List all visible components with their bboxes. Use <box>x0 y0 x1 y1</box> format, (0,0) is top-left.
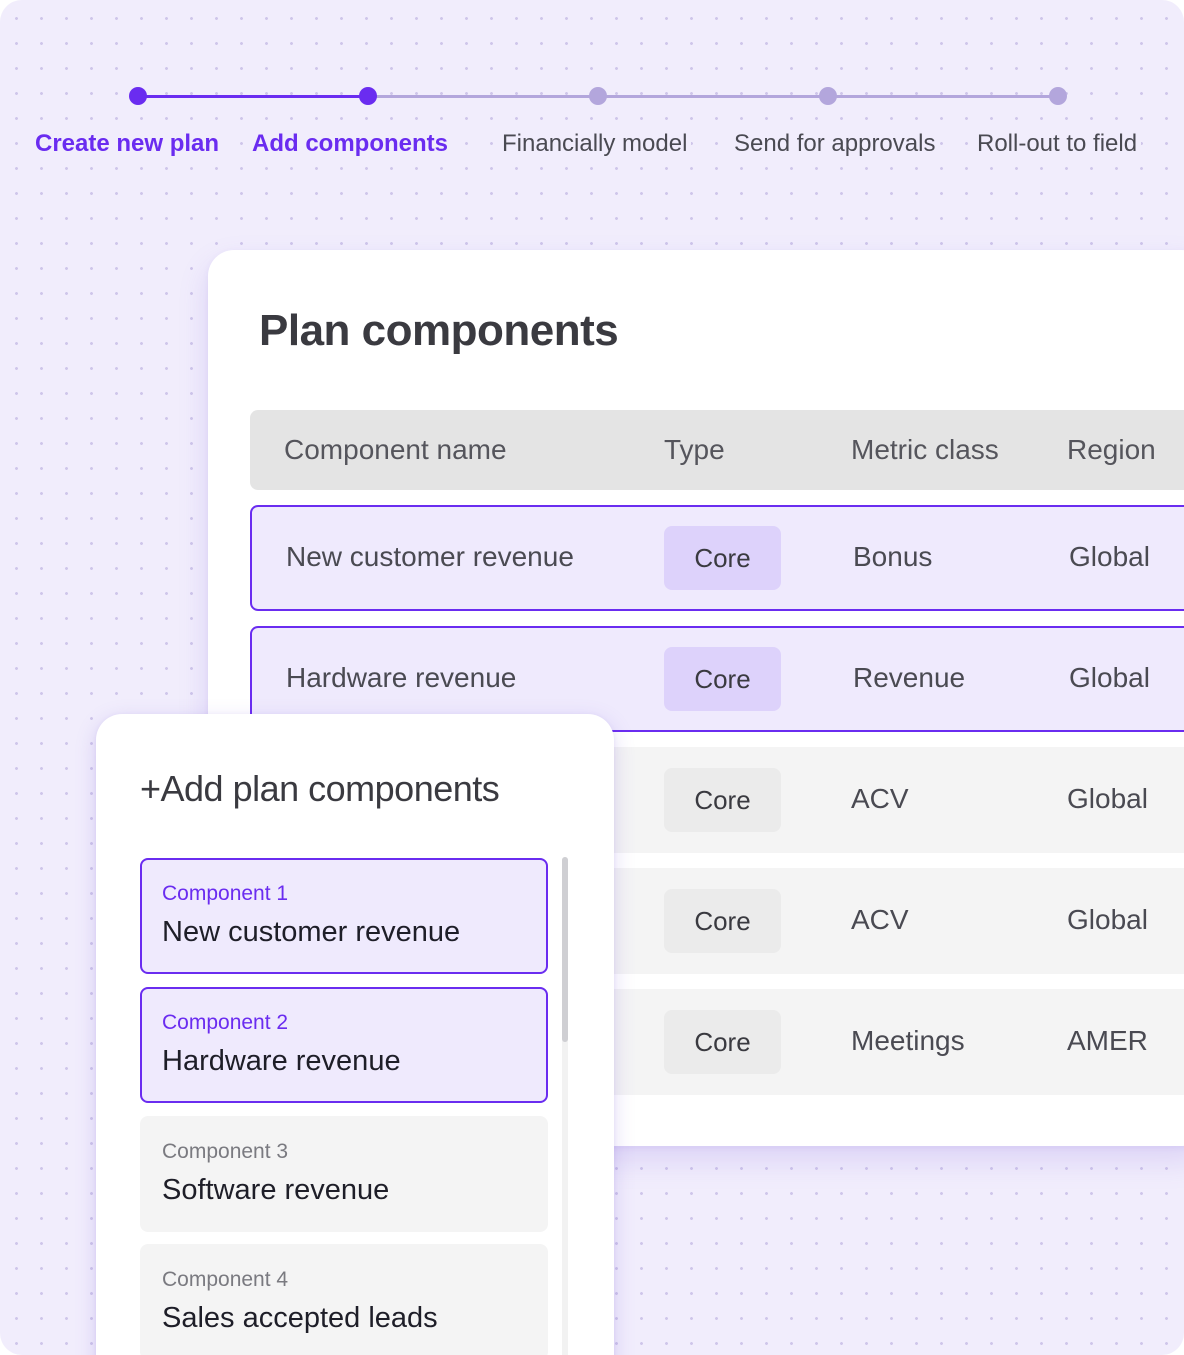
component-name: Software revenue <box>162 1174 390 1206</box>
row-metric-class: ACV <box>851 783 909 814</box>
step-label-send-for-approvals[interactable]: Send for approvals <box>730 130 940 158</box>
component-option-2[interactable]: Component 2 Hardware revenue <box>140 987 548 1103</box>
table-header: Component name Type Metric class Region <box>250 410 1184 490</box>
row-region: AMER <box>1067 1025 1148 1056</box>
stepper-track-complete <box>138 95 368 98</box>
progress-stepper: Create new plan Add components Financial… <box>0 0 1184 200</box>
table-row[interactable]: New customer revenue Core Bonus Global <box>250 505 1184 611</box>
step-label-financially-model[interactable]: Financially model <box>498 130 692 158</box>
stepper-track-pending <box>368 95 1058 98</box>
row-metric-class: Revenue <box>853 662 966 693</box>
column-header-component-name[interactable]: Component name <box>284 434 507 465</box>
row-region: Global <box>1067 783 1148 814</box>
type-badge: Core <box>664 768 781 832</box>
component-name: New customer revenue <box>162 916 461 948</box>
type-badge: Core <box>664 647 781 711</box>
step-label-roll-out-to-field[interactable]: Roll-out to field <box>973 130 1142 158</box>
row-component-name: Hardware revenue <box>286 662 517 693</box>
scrollbar-track[interactable] <box>562 857 568 1355</box>
component-number: Component 2 <box>162 1011 289 1034</box>
type-badge: Core <box>664 889 781 953</box>
plan-components-title: Plan components <box>259 306 619 355</box>
component-name: Sales accepted leads <box>162 1302 438 1334</box>
column-header-metric-class[interactable]: Metric class <box>851 434 999 465</box>
component-number: Component 4 <box>162 1268 289 1291</box>
row-metric-class: Meetings <box>851 1025 965 1056</box>
row-component-name: New customer revenue <box>286 541 574 572</box>
type-badge: Core <box>664 1010 781 1074</box>
add-plan-components-title[interactable]: +Add plan components <box>140 768 500 809</box>
row-region: Global <box>1067 904 1148 935</box>
scrollbar-thumb[interactable] <box>562 857 568 1042</box>
step-dot-roll-out-to-field[interactable] <box>1049 87 1067 105</box>
step-dot-add-components[interactable] <box>359 87 377 105</box>
type-badge: Core <box>664 526 781 590</box>
component-name: Hardware revenue <box>162 1045 401 1077</box>
step-label-add-components[interactable]: Add components <box>248 130 452 158</box>
component-option-1[interactable]: Component 1 New customer revenue <box>140 858 548 974</box>
step-label-create-new-plan[interactable]: Create new plan <box>31 130 224 158</box>
row-metric-class: Bonus <box>853 541 933 572</box>
step-dot-create-new-plan[interactable] <box>129 87 147 105</box>
component-number: Component 3 <box>162 1140 289 1163</box>
column-header-region[interactable]: Region <box>1067 434 1156 465</box>
component-option-3[interactable]: Component 3 Software revenue <box>140 1116 548 1232</box>
column-header-type[interactable]: Type <box>664 434 725 465</box>
step-dot-financially-model[interactable] <box>589 87 607 105</box>
row-region: Global <box>1069 662 1150 693</box>
component-number: Component 1 <box>162 882 289 905</box>
add-plan-components-panel: +Add plan components Component 1 New cus… <box>96 714 614 1355</box>
row-metric-class: ACV <box>851 904 909 935</box>
component-option-4[interactable]: Component 4 Sales accepted leads <box>140 1244 548 1355</box>
row-region: Global <box>1069 541 1150 572</box>
step-dot-send-for-approvals[interactable] <box>819 87 837 105</box>
